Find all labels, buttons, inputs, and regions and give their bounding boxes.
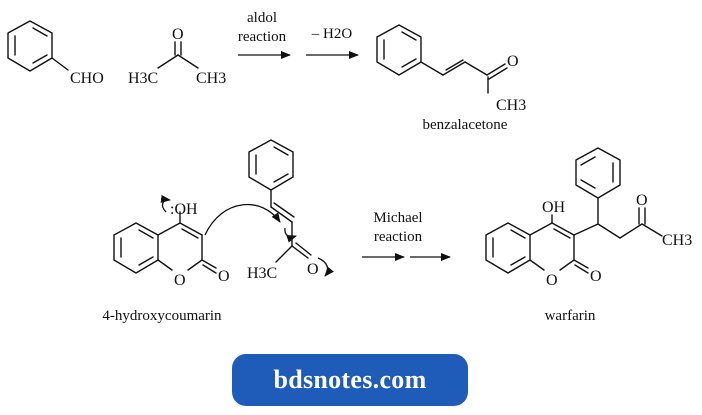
aldol-label-line1: aldol xyxy=(247,10,277,26)
benzalacetone-methyl-label: CH3 xyxy=(496,97,526,114)
hydroxycoumarin-ring-oxygen: O xyxy=(174,272,186,289)
lonepair-curly-arrow xyxy=(160,194,171,213)
warfarin-ring-oxygen: O xyxy=(546,272,558,289)
acetone-structure xyxy=(157,41,199,69)
acceptor-h3c-label: H3C xyxy=(247,265,277,282)
watermark-banner: bdsnotes.com xyxy=(232,354,468,406)
michael-label-line2: reaction xyxy=(374,229,423,245)
hydroxycoumarin-oh-label: :OH xyxy=(170,201,198,218)
warfarin-methyl-label: CH3 xyxy=(662,232,692,249)
benzalacetone-name: benzalacetone xyxy=(423,117,508,133)
enolate-curly-arrow xyxy=(317,257,334,277)
benzaldehyde-cho-label: CHO xyxy=(70,70,104,87)
warfarin-name: warfarin xyxy=(545,308,596,324)
warfarin-carbonyl-oxygen: O xyxy=(590,268,602,285)
watermark-text: bdsnotes.com xyxy=(273,365,427,394)
warfarin-ketone-oxygen: O xyxy=(636,192,648,209)
warfarin-oh-label: OH xyxy=(542,199,566,216)
acetone-ch3-label: CH3 xyxy=(196,70,226,87)
aldol-label-line2: reaction xyxy=(238,29,287,45)
acetone-oxygen-label: O xyxy=(172,26,184,43)
benzaldehyde-structure xyxy=(7,20,69,72)
benzalacetone-structure xyxy=(376,24,508,94)
nucleophilic-attack-arrow xyxy=(204,203,281,236)
acceptor-structure xyxy=(248,139,312,263)
benzalacetone-oxygen-label: O xyxy=(507,53,519,70)
acceptor-oxygen-label: O xyxy=(307,261,319,278)
hydroxycoumarin-carbonyl-oxygen: O xyxy=(218,268,230,285)
michael-label-line1: Michael xyxy=(373,210,422,226)
hydroxycoumarin-structure xyxy=(113,211,217,274)
double-bond-shift-arrow xyxy=(284,227,297,243)
dehydration-label: – H2O xyxy=(311,26,353,42)
warfarin-structure xyxy=(485,147,663,274)
acetone-h3c-label: H3C xyxy=(128,70,158,87)
hydroxycoumarin-name: 4-hydroxycoumarin xyxy=(102,308,222,324)
